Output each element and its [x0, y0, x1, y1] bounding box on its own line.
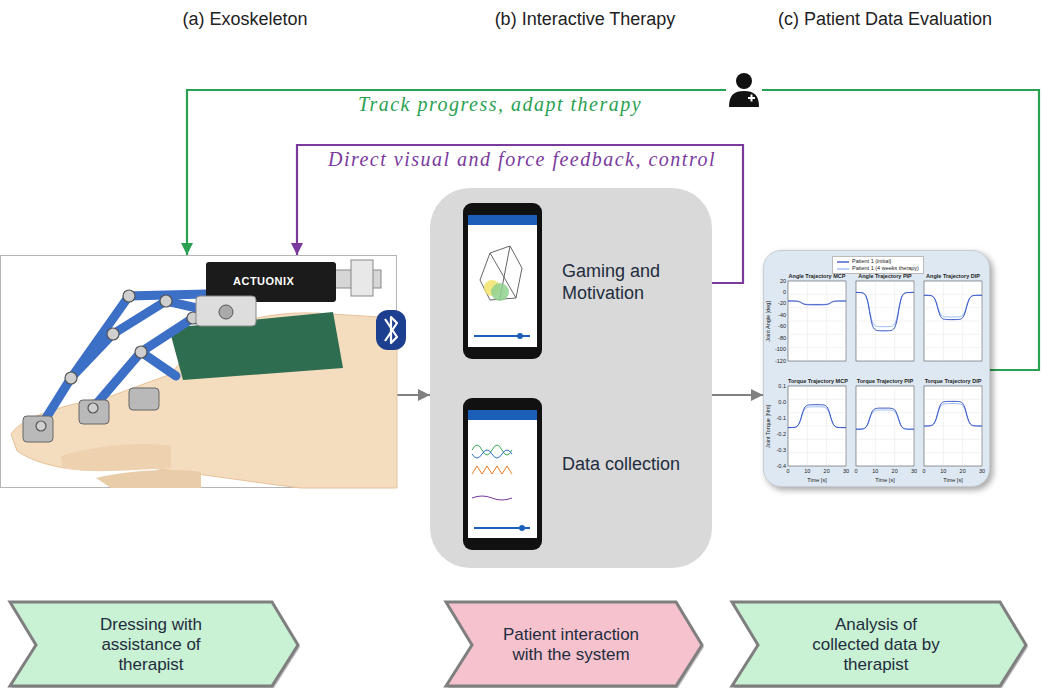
- legend-text: Patient 1 (4 weeks therapy): [852, 265, 919, 272]
- tick-label: 0: [850, 468, 862, 475]
- tick-label: 30: [840, 468, 852, 475]
- plot-title: Torque Trajectory MCP: [788, 378, 846, 385]
- step-chevron: Analysis of collected data by therapist: [730, 600, 1030, 690]
- panel-caption: Gaming and Motivation: [562, 260, 697, 304]
- tick-label: -0.3: [764, 447, 786, 454]
- tick-label: 0.1: [764, 383, 786, 390]
- tick-label: 10: [801, 468, 813, 475]
- tick-label: 10: [869, 468, 881, 475]
- tick-label: 20: [889, 468, 901, 475]
- plot-legend: Patient 1 (initial)Patient 1 (4 weeks th…: [832, 256, 924, 274]
- tick-label: -0.4: [764, 463, 786, 470]
- tick-label: -20: [764, 300, 786, 307]
- tick-label: -100: [764, 346, 786, 353]
- legend-line-sample: [837, 259, 849, 265]
- tick-label: 10: [937, 468, 949, 475]
- axis-label: Time [s]: [924, 477, 982, 484]
- therapist-icon: [724, 70, 764, 110]
- tick-label: -0.2: [764, 431, 786, 438]
- tick-label: 20: [957, 468, 969, 475]
- tick-label: -60: [764, 323, 786, 330]
- plot-title: Angle Trajectory DIP: [924, 273, 982, 280]
- axis-label: Joint Torque [Nm]: [765, 386, 772, 466]
- tick-label: -40: [764, 312, 786, 319]
- legend-entry: Patient 1 (initial): [837, 258, 919, 265]
- connector: [397, 394, 430, 396]
- tick-label: 20: [764, 278, 786, 285]
- step-text: Dressing with assistance of therapist: [76, 615, 226, 675]
- tick-label: -0.1: [764, 415, 786, 422]
- plot-title: Angle Trajectory MCP: [788, 273, 846, 280]
- tick-label: 0.0: [764, 399, 786, 406]
- connector: [712, 394, 763, 396]
- column-heading: (c) Patient Data Evaluation: [740, 8, 1030, 30]
- axis-label: Time [s]: [856, 477, 914, 484]
- step-text: Patient interaction with the system: [501, 625, 641, 665]
- legend-line-sample: [837, 266, 849, 272]
- evaluation-panel: Angle Trajectory MCP Angle Trajectory PIP…: [763, 250, 990, 487]
- therapy-panel: Gaming and MotivationData collection: [430, 188, 712, 568]
- column-heading: (b) Interactive Therapy: [445, 8, 725, 30]
- step-chevron: Dressing with assistance of therapist: [8, 600, 302, 690]
- tick-label: 20: [821, 468, 833, 475]
- edge-label: Direct visual and force feedback, contro…: [272, 148, 772, 170]
- axis-label: Time [s]: [788, 477, 846, 484]
- axis-label: Joint Angle [deg]: [765, 281, 772, 361]
- tick-label: 30: [908, 468, 920, 475]
- phone-illustration: [430, 188, 712, 568]
- exoskeleton-illustration: [1, 256, 398, 489]
- actuator-brand: ACTUONIX: [233, 275, 294, 287]
- plot-illustration: [764, 251, 991, 488]
- step-text: Analysis of collected data by therapist: [801, 615, 951, 675]
- tick-label: -120: [764, 358, 786, 365]
- legend-entry: Patient 1 (4 weeks therapy): [837, 265, 919, 272]
- tick-label: 0: [764, 289, 786, 296]
- edge-label: Track progress, adapt therapy: [250, 93, 750, 115]
- plot-title: Torque Trajectory DIP: [924, 378, 982, 385]
- column-heading: (a) Exoskeleton: [130, 8, 360, 30]
- tick-label: 0: [782, 468, 794, 475]
- panel-caption: Data collection: [562, 453, 697, 475]
- tick-label: -80: [764, 335, 786, 342]
- tick-label: 0: [918, 468, 930, 475]
- step-chevron: Patient interaction with the system: [444, 600, 706, 690]
- legend-text: Patient 1 (initial): [852, 258, 891, 265]
- plot-title: Angle Trajectory PIP: [856, 273, 914, 280]
- exoskeleton-box: ACTUONIX: [0, 255, 397, 488]
- tick-label: 30: [976, 468, 988, 475]
- plot-title: Torque Trajectory PIP: [856, 378, 914, 385]
